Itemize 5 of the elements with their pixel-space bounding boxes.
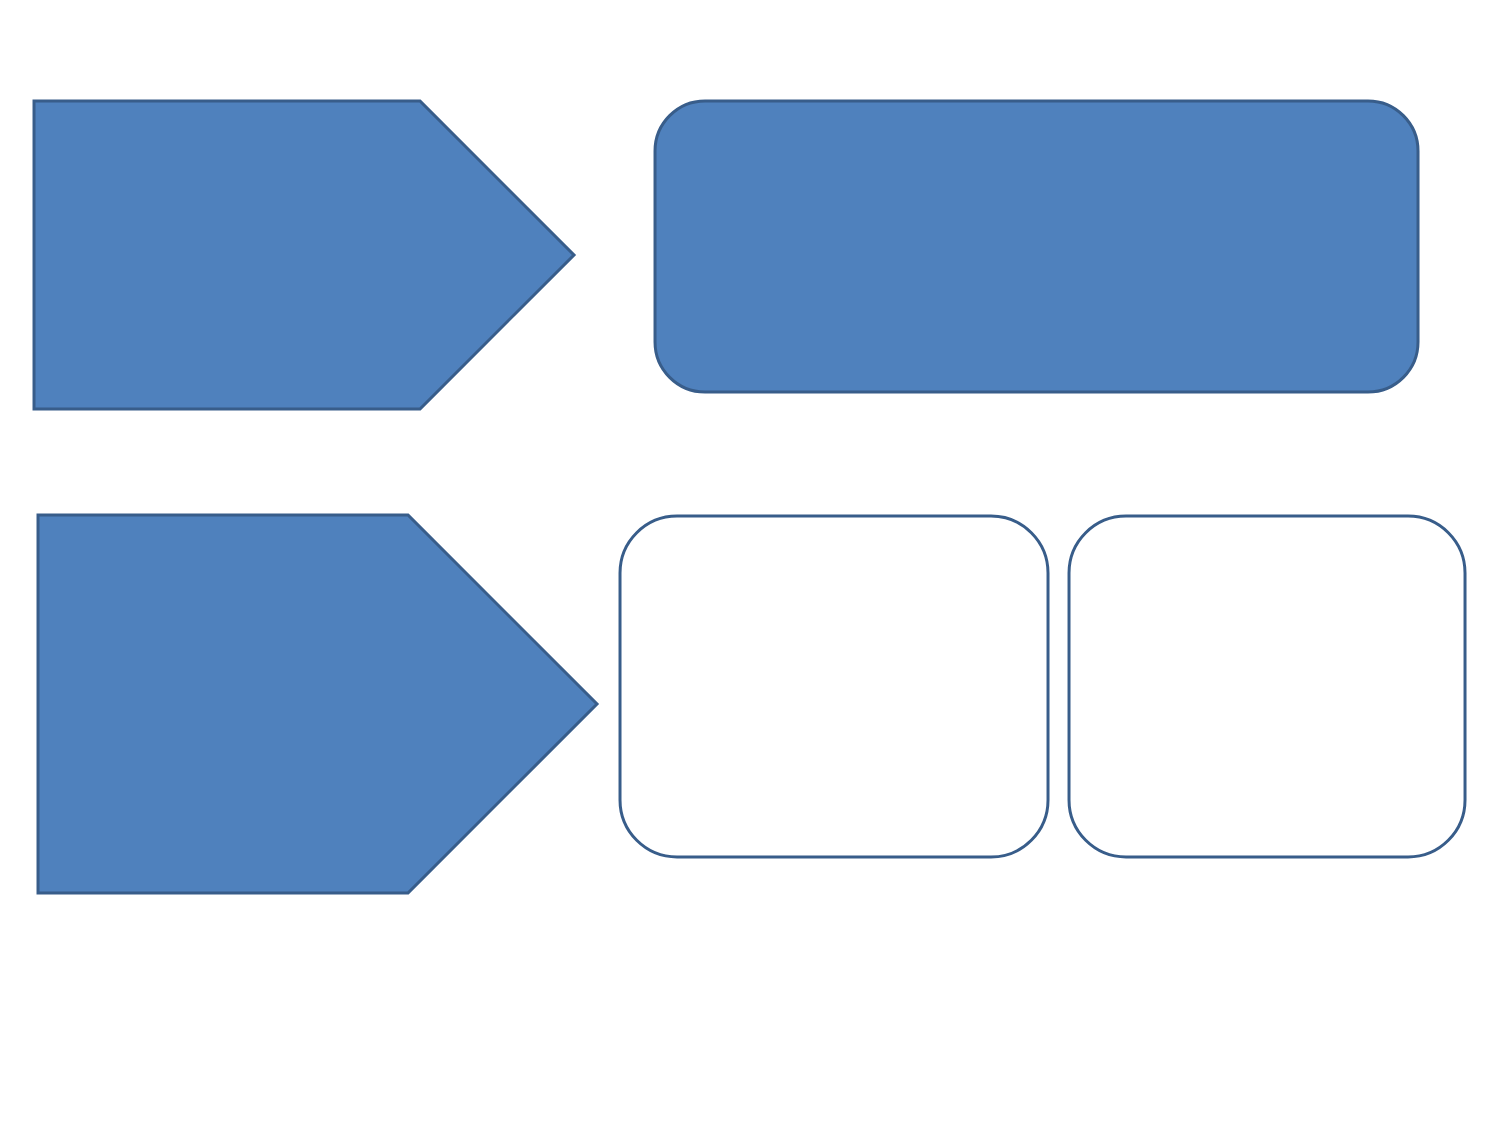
rounded-box [1067, 514, 1467, 859]
pentagon-arrow [32, 99, 577, 411]
rounded-box [653, 99, 1420, 394]
pentagon-arrow [36, 513, 600, 895]
rounded-box [618, 514, 1050, 859]
